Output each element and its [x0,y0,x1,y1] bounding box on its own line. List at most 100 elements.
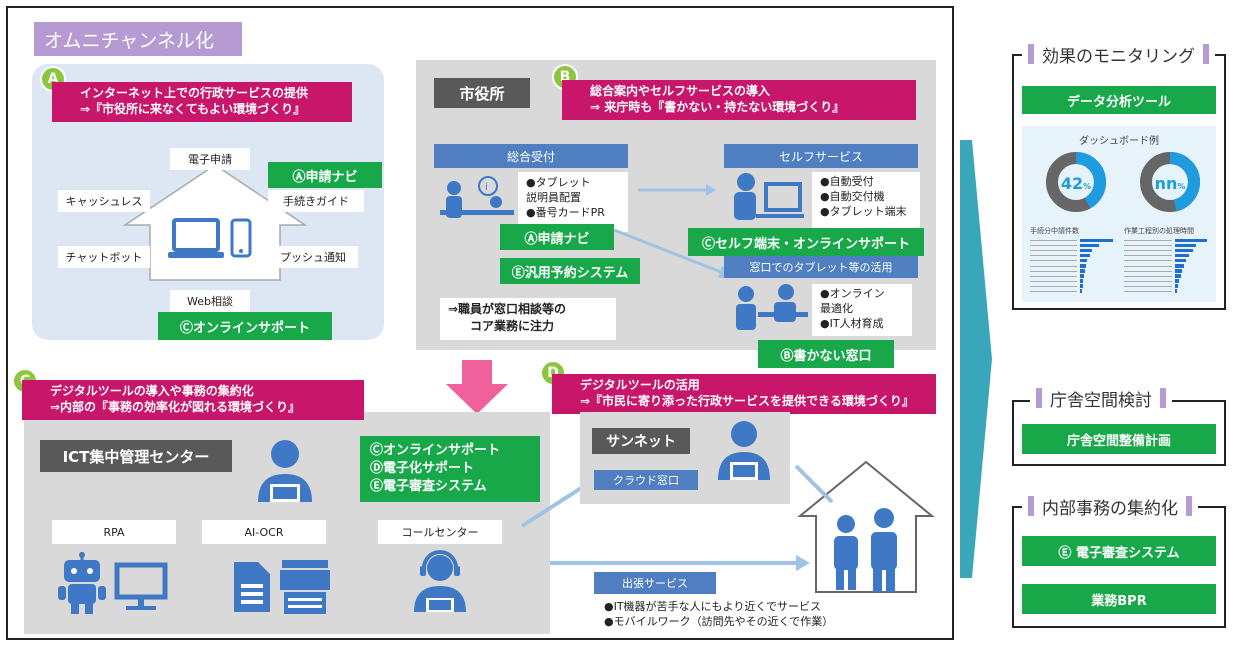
reception-item-3: ●番号カードPR [526,205,605,219]
section-b-title-line1: 総合案内やセルフサービスの導入 [590,84,771,98]
copier-icon [280,560,330,614]
call-center-to-home-arrow [550,555,810,571]
reception-desk-icon: i [440,176,514,218]
mini-bar-label [1124,245,1173,247]
section-a-title-line2: ⇒『市役所に来なくてもよい環境づくり』 [80,102,306,117]
tool-ai-ocr: AI-OCR [202,520,326,544]
mini-bar-label [1030,245,1078,247]
green-self-terminal-online: Ⓒセルフ端末・オンラインサポート [688,228,924,256]
sunnet-staff-icon [718,421,770,480]
mini-bar-label [1030,260,1078,262]
green-online-support-a: Ⓒオンラインサポート [158,312,332,340]
mini-bar-label [1124,240,1173,242]
business-bpr: 業務BPR [1022,584,1216,614]
label-procedure-guide: 手続きガイド [268,190,364,212]
mini-bar [1079,243,1099,248]
data-analysis-tool: データ分析ツール [1022,86,1216,114]
outreach-service-label: 出張サービス [594,572,716,594]
section-b-title: 総合案内やセルフサービスの導入 ⇒ 来庁時も『書かない・持たない環境づくり』 [562,80,916,120]
mini-chart-1-label: 手続分中請件数 [1030,227,1079,235]
tablet-icon [230,218,252,258]
donut-1-unit: % [1083,182,1092,191]
title-bar-left [1036,388,1042,408]
operator-pc-icon [258,440,312,502]
tool-rpa: RPA [52,520,176,544]
mini-bar-label [1124,260,1173,262]
self-item-1: ●自動受付 [820,175,874,188]
title-bar-right [1160,388,1166,408]
outreach-items: ●IT機器が苦手な人にもより近くでサービス ●モバイルワーク（訪問先やその近くで… [604,600,864,634]
laptop-icon [168,218,224,258]
space-title: 庁舎空間検討 [1030,384,1172,412]
reception-header: 総合受付 [434,144,628,168]
mini-bar-chart-1 [1030,238,1116,294]
mini-bar-label [1030,255,1078,257]
mini-bar-label [1124,275,1173,277]
reception-item-2: 説明員配置 [526,190,581,204]
sunnet-label: サンネット [592,428,690,454]
down-arrow-icon [446,360,508,414]
staff-focus-line2: コア業務に注力 [470,318,555,333]
home-visit-icon [797,460,935,593]
space-title-text: 庁舎空間検討 [1050,390,1152,411]
mini-bar [1079,269,1086,273]
ict-center-label: ICT集中管理センター [40,440,232,472]
mini-bar [1175,289,1178,293]
tablet-items: ●オンライン 最適化 ●IT人材育成 [812,284,912,336]
green-application-navi-b: Ⓐ申請ナビ [500,224,614,250]
green-support-stack: Ⓒオンラインサポート Ⓓ電子化サポート Ⓔ電子審査システム [360,436,540,502]
internal-title-text: 内部事務の集約化 [1042,498,1178,519]
donut-chart-1 [1046,152,1106,212]
donut-1-value: 42 [1060,174,1084,193]
mini-bar [1175,253,1190,258]
label-cashless: キャッシュレス [58,190,150,212]
tablet-item-2: 最適化 [820,301,853,315]
mini-bar-label [1124,250,1173,252]
city-hall-header: 市役所 [434,78,530,108]
tool-call-center: コールセンター [378,520,502,544]
main-frame [6,6,954,640]
monitoring-title-text: 効果のモニタリング [1042,46,1195,67]
title-bar-right [1186,496,1192,516]
label-e-application: 電子申請 [170,148,250,170]
mini-bar [1175,238,1207,243]
self-service-items: ●自動受付 ●自動交付機 ●タブレット端末 [812,172,920,228]
section-b-title-line2: ⇒ 来庁時も『書かない・持たない環境づくり』 [590,100,845,115]
mini-bar-chart-2 [1124,238,1212,294]
house-illustration [122,164,308,281]
title-bar-right [1203,44,1209,64]
staff-focus-note: ⇒職員が窓口相談等の コア業務に注力 [440,298,616,340]
section-c-title-line2: ⇒内部の『事務の効率化が図れる環境づくり』 [50,400,301,415]
mini-bar [1079,258,1088,263]
green-c-e-review-system: Ⓔ電子審査システム [370,479,487,495]
outreach-item-1: ●IT機器が苦手な人にもより近くでサービス [604,600,822,613]
mini-bar [1175,263,1185,268]
reception-to-self-arrow [638,184,716,196]
reception-item-1: ●タブレット [526,176,591,189]
label-web-consult: Web相談 [170,290,250,312]
right-arrow-icon [960,140,992,578]
mini-bar-label [1030,285,1078,287]
donut-1-label: 42% [1044,174,1108,193]
mini-chart-2-label: 作業工程別の処理時間 [1124,227,1194,235]
mini-bar-label [1030,265,1078,267]
title-bar-left [1028,44,1034,64]
donut-chart-2 [1140,152,1200,212]
mini-bar-label [1124,290,1173,292]
mini-bar [1079,248,1092,253]
internal-title: 内部事務の集約化 [1022,492,1198,520]
mini-bar [1175,243,1197,248]
sunnet-to-home-arrow [794,464,834,504]
tablet-item-1: ●オンライン [820,287,885,300]
mini-bar-label [1030,275,1078,277]
mini-bar-label [1124,270,1173,272]
mini-bar [1079,253,1090,258]
mini-bar [1175,269,1183,273]
dashboard-title: ダッシュボード例 [1079,136,1159,147]
mini-bar-label [1124,265,1173,267]
mini-bar [1175,284,1179,288]
cloud-window-label: クラウド窓口 [594,470,698,490]
mini-bar [1079,289,1082,293]
mini-bar-label [1124,255,1173,257]
mini-bar-label [1124,285,1173,287]
